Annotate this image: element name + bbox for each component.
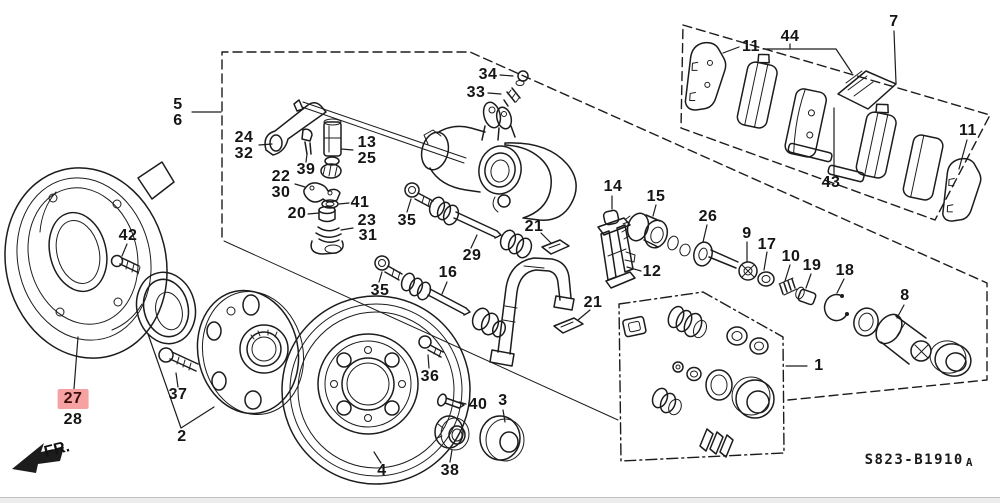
diagram-code-suffix: A: [965, 456, 974, 469]
spring-10: [778, 277, 798, 296]
caliper-bracket: [489, 257, 575, 367]
part-label-8-34[interactable]: 8: [900, 287, 910, 304]
part-label-3-45[interactable]: 3: [498, 392, 508, 409]
part-label-21-36[interactable]: 21: [524, 218, 544, 235]
part-label-36-20[interactable]: 36: [420, 368, 440, 385]
snap-ring-18: [823, 293, 879, 337]
bolt-42: [110, 254, 141, 275]
part-label-1-38[interactable]: 1: [814, 357, 824, 374]
part-label-9-29[interactable]: 9: [742, 225, 752, 242]
ring-17: [757, 271, 775, 287]
part-label-28-40[interactable]: 28: [63, 411, 83, 428]
window-bottom-edge: [0, 497, 1000, 503]
backing-plate: [4, 161, 175, 359]
wheel-bearing: [135, 271, 197, 345]
part-label-44-22[interactable]: 44: [780, 28, 800, 45]
part-label-12-35[interactable]: 12: [642, 263, 662, 280]
part-label-41-10[interactable]: 41: [350, 194, 370, 211]
brake-pad-3: [784, 88, 828, 158]
part-label-30-8[interactable]: 30: [271, 184, 291, 201]
seal-kit-contents: [622, 305, 775, 458]
part-label-21-37[interactable]: 21: [583, 294, 603, 311]
part-label-25-5[interactable]: 25: [357, 150, 377, 167]
part-label-35-16[interactable]: 35: [397, 212, 417, 229]
adjusting-bolt-15: [621, 212, 691, 257]
clip-14: [602, 209, 620, 226]
part-label-33-15[interactable]: 33: [466, 84, 486, 101]
leader-lines: [73, 30, 968, 464]
pad-retainer-21-upper: [541, 239, 570, 255]
caliper-body: [264, 99, 577, 221]
brake-pad-outer-left: [684, 41, 727, 111]
slide-pin-16: [400, 272, 507, 338]
hub-assembly: [196, 289, 305, 416]
part-label-5-0[interactable]: 5: [173, 96, 183, 113]
screw-40: [436, 393, 465, 409]
brake-pad-5: [902, 134, 944, 201]
part-label-42-13[interactable]: 42: [118, 227, 138, 244]
adjuster-parts: [301, 118, 344, 255]
brake-pad-4: [855, 103, 897, 179]
part-label-38-46[interactable]: 38: [440, 462, 460, 479]
part-label-14-26[interactable]: 14: [603, 178, 623, 195]
part-label-15-27[interactable]: 15: [646, 188, 666, 205]
part-label-18-33[interactable]: 18: [835, 262, 855, 279]
seal-kit-box: [618, 291, 785, 462]
hub-cap-3: [479, 415, 525, 462]
part-label-32-3[interactable]: 32: [234, 145, 254, 162]
bolt-35-lower: [374, 255, 403, 281]
part-label-10-31[interactable]: 10: [781, 248, 801, 265]
brake-pads-box: [680, 24, 991, 221]
pin-19: [795, 286, 817, 306]
bolt-36: [418, 335, 444, 358]
piston-8: [875, 313, 972, 377]
wheel-stud-37: [158, 347, 199, 372]
brake-pad-2: [736, 53, 778, 129]
part-label-29-17[interactable]: 29: [462, 247, 482, 264]
diagram-code-main: S823-B1910: [864, 452, 964, 468]
part-label-13-4[interactable]: 13: [357, 134, 377, 151]
pad-clips-43: [787, 142, 865, 183]
part-label-7-21[interactable]: 7: [889, 13, 899, 30]
part-label-40-44[interactable]: 40: [468, 396, 488, 413]
part-label-16-18[interactable]: 16: [438, 264, 458, 281]
part-label-4-43[interactable]: 4: [377, 462, 387, 479]
fr-arrow-icon: [12, 443, 64, 473]
part-label-35-19[interactable]: 35: [370, 282, 390, 299]
part-label-31-12[interactable]: 31: [358, 227, 378, 244]
pad-retainer-21-lower: [553, 317, 584, 334]
part-label-2-42[interactable]: 2: [177, 428, 187, 445]
brake-pad-outer-right: [942, 157, 982, 222]
part-label-17-30[interactable]: 17: [757, 236, 777, 253]
washer-9: [738, 261, 758, 281]
spindle-nut-38: [434, 415, 470, 451]
bolt-35-upper: [404, 182, 434, 208]
bleed-screw-33-34: [503, 70, 529, 107]
part-label-11-24[interactable]: 11: [959, 122, 977, 139]
pad-shim-44: [837, 70, 897, 110]
part-label-22-7[interactable]: 22: [271, 168, 291, 185]
spindle-26: [693, 241, 739, 269]
part-label-24-2[interactable]: 24: [234, 129, 254, 146]
part-label-26-28[interactable]: 26: [698, 208, 718, 225]
part-label-43-25[interactable]: 43: [821, 174, 841, 191]
part-label-23-11[interactable]: 23: [357, 212, 377, 229]
slide-pin-29: [428, 196, 533, 259]
part-label-20-9[interactable]: 20: [287, 205, 307, 222]
part-label-37-41[interactable]: 37: [168, 386, 188, 403]
brake-disc: [281, 295, 471, 485]
part-label-39-6[interactable]: 39: [296, 161, 316, 178]
part-label-19-32[interactable]: 19: [802, 257, 822, 274]
part-label-6-1[interactable]: 6: [173, 112, 183, 129]
caliper-group-box: [221, 51, 988, 421]
part-label-34-14[interactable]: 34: [478, 66, 498, 83]
part-label-11-23[interactable]: 11: [742, 38, 760, 55]
part-label-27-39[interactable]: 27: [57, 389, 89, 409]
